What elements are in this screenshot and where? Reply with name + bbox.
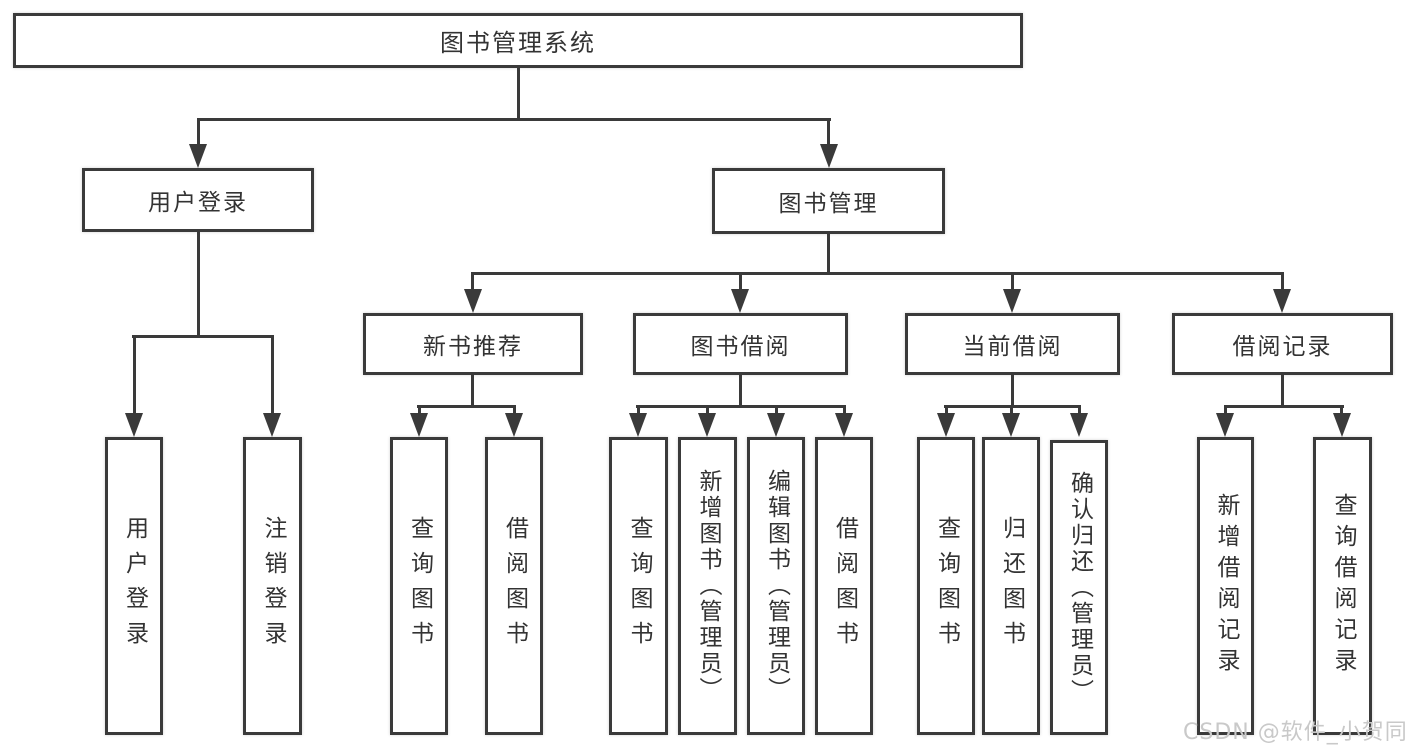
node-library-management-system: 图书管理系统 — [13, 13, 1023, 68]
leaf-logout-login: 注销登录 — [243, 437, 302, 735]
leaf-label: 新增图书（管理员） — [695, 469, 721, 703]
connector-book-borrow-drop — [739, 375, 742, 408]
connector-book-mgmt-drop — [827, 234, 830, 275]
arrow-down-icon — [505, 413, 523, 437]
leaf-label: 借阅图书 — [831, 516, 858, 656]
arrow-down-icon — [1273, 289, 1291, 313]
arrow-down-icon — [629, 413, 647, 437]
leaf-edit-book-admin: 编辑图书（管理员） — [747, 437, 805, 735]
connector-drop — [775, 405, 778, 417]
arrow-down-icon — [1216, 413, 1234, 437]
connector-drop — [945, 405, 948, 417]
node-current-borrow: 当前借阅 — [905, 313, 1120, 375]
node-new-book-recommend: 新书推荐 — [363, 313, 583, 375]
node-user-login: 用户登录 — [82, 168, 314, 232]
connector-drop — [843, 405, 846, 417]
arrow-down-icon — [125, 413, 143, 437]
arrow-down-icon — [767, 413, 785, 437]
connector-level2-split — [197, 118, 831, 121]
arrow-down-icon — [1070, 413, 1088, 437]
arrow-down-icon — [410, 413, 428, 437]
leaf-query-book-recommend: 查询图书 — [390, 437, 448, 735]
leaf-confirm-return-admin: 确认归还（管理员） — [1050, 440, 1108, 735]
leaf-borrow-book: 借阅图书 — [815, 437, 873, 735]
arrow-down-icon — [731, 289, 749, 313]
connector-drop — [133, 335, 136, 417]
connector-borrow-record-drop — [1281, 374, 1284, 408]
arrow-down-icon — [820, 144, 838, 168]
leaf-label: 查询图书 — [933, 516, 960, 656]
leaf-query-book-current: 查询图书 — [917, 437, 975, 735]
leaf-add-borrow-record: 新增借阅记录 — [1197, 437, 1254, 735]
connector-drop — [739, 272, 742, 294]
arrow-down-icon — [263, 413, 281, 437]
arrow-down-icon — [1003, 289, 1021, 313]
connector-new-book-drop — [471, 375, 474, 408]
arrow-down-icon — [698, 413, 716, 437]
connector-drop — [1011, 272, 1014, 294]
connector-current-borrow-drop — [1011, 375, 1014, 408]
connector-borrow-record-split — [1224, 405, 1344, 408]
leaf-query-borrow-record: 查询借阅记录 — [1313, 437, 1372, 735]
arrow-down-icon — [835, 413, 853, 437]
node-label: 图书借阅 — [690, 334, 791, 360]
leaf-query-book-borrow: 查询图书 — [609, 437, 668, 735]
connector-new-book-split — [417, 405, 516, 408]
leaf-label: 查询图书 — [406, 516, 433, 656]
arrow-down-icon — [1333, 413, 1351, 437]
connector-drop — [706, 405, 709, 417]
leaf-label: 注销登录 — [260, 516, 286, 656]
connector-book-borrow-split — [636, 405, 846, 408]
node-book-borrow: 图书借阅 — [633, 313, 848, 375]
arrow-down-icon — [1002, 413, 1020, 437]
leaf-user-login: 用户登录 — [105, 437, 163, 735]
leaf-label: 查询图书 — [626, 516, 652, 656]
leaf-add-book-admin: 新增图书（管理员） — [678, 437, 737, 735]
connector-drop — [1340, 405, 1343, 417]
node-label: 借阅记录 — [1232, 334, 1333, 360]
arrow-down-icon — [937, 413, 955, 437]
connector-drop — [197, 118, 200, 148]
leaf-borrow-book-recommend: 借阅图书 — [485, 437, 543, 735]
leaf-label: 确认归还（管理员） — [1066, 470, 1093, 705]
leaf-label: 编辑图书（管理员） — [763, 469, 790, 703]
connector-drop — [471, 272, 474, 294]
leaf-label: 用户登录 — [121, 516, 148, 656]
node-borrow-record: 借阅记录 — [1172, 313, 1393, 375]
connector-root-drop — [517, 68, 520, 121]
leaf-label: 新增借阅记录 — [1213, 493, 1239, 679]
connector-drop — [271, 335, 274, 417]
connector-drop — [1078, 405, 1081, 417]
connector-drop — [1281, 272, 1284, 294]
arrow-down-icon — [464, 289, 482, 313]
leaf-return-book: 归还图书 — [982, 437, 1040, 735]
connector-drop — [418, 405, 421, 417]
node-label: 新书推荐 — [423, 334, 523, 360]
leaf-label: 借阅图书 — [501, 516, 528, 656]
connector-drop — [637, 405, 640, 417]
connector-drop — [1010, 405, 1013, 417]
leaf-label: 查询借阅记录 — [1330, 493, 1356, 679]
connector-drop — [1224, 405, 1227, 417]
connector-drop — [827, 118, 830, 148]
connector-user-login-drop — [197, 232, 200, 338]
leaf-label: 归还图书 — [998, 516, 1025, 656]
node-label: 用户登录 — [148, 190, 248, 216]
connector-drop — [513, 405, 516, 417]
connector-level3-split — [471, 272, 1284, 275]
csdn-watermark: CSDN @软件_小贺同学 — [1183, 720, 1405, 745]
connector-user-login-split — [132, 335, 274, 338]
node-label: 当前借阅 — [962, 334, 1063, 360]
node-label: 图书管理 — [778, 191, 879, 217]
arrow-down-icon — [189, 144, 207, 168]
node-label: 图书管理系统 — [440, 29, 596, 57]
node-book-management: 图书管理 — [712, 168, 945, 234]
